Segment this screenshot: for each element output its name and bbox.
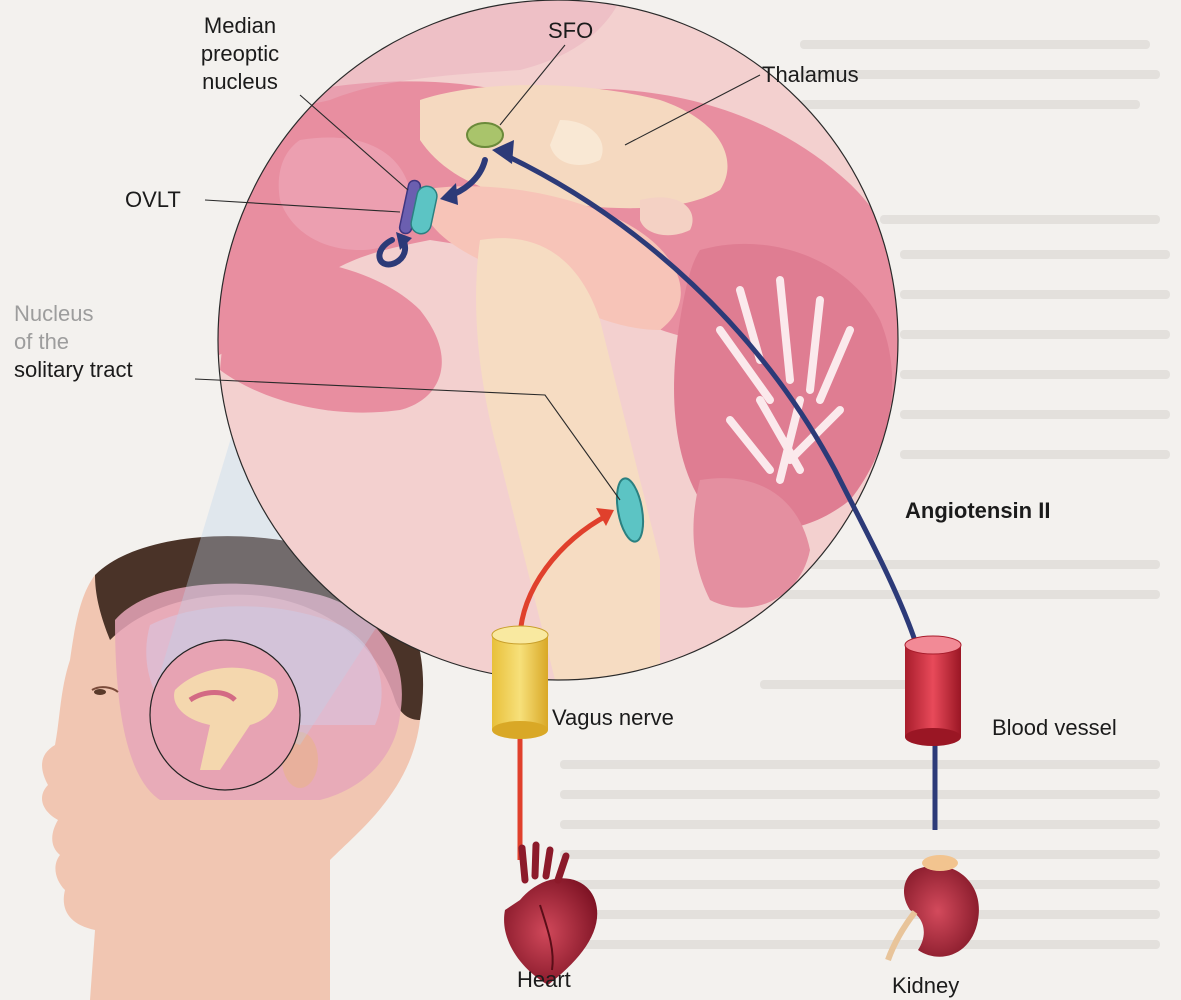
label-line: preoptic xyxy=(185,40,295,68)
label-angiotensin: Angiotensin II xyxy=(905,497,1050,525)
label-median-preoptic: Median preoptic nucleus xyxy=(185,12,295,96)
label-line: nucleus xyxy=(185,68,295,96)
label-blood-vessel: Blood vessel xyxy=(992,714,1117,742)
vagus-nerve-cylinder xyxy=(492,626,548,739)
label-heart: Heart xyxy=(517,966,571,994)
label-ovlt: OVLT xyxy=(125,186,181,214)
label-sfo: SFO xyxy=(548,17,593,45)
label-nts: Nucleus of the solitary tract xyxy=(14,300,133,384)
label-kidney: Kidney xyxy=(892,972,959,1000)
label-line: Median xyxy=(185,12,295,40)
blood-vessel-cylinder xyxy=(905,636,961,746)
label-line: Nucleus xyxy=(14,300,133,328)
label-line: solitary tract xyxy=(14,356,133,384)
label-vagus-nerve: Vagus nerve xyxy=(552,704,674,732)
sfo-nucleus xyxy=(467,123,503,147)
label-thalamus: Thalamus xyxy=(762,61,859,89)
label-line: of the xyxy=(14,328,133,356)
heart-icon xyxy=(504,845,597,985)
